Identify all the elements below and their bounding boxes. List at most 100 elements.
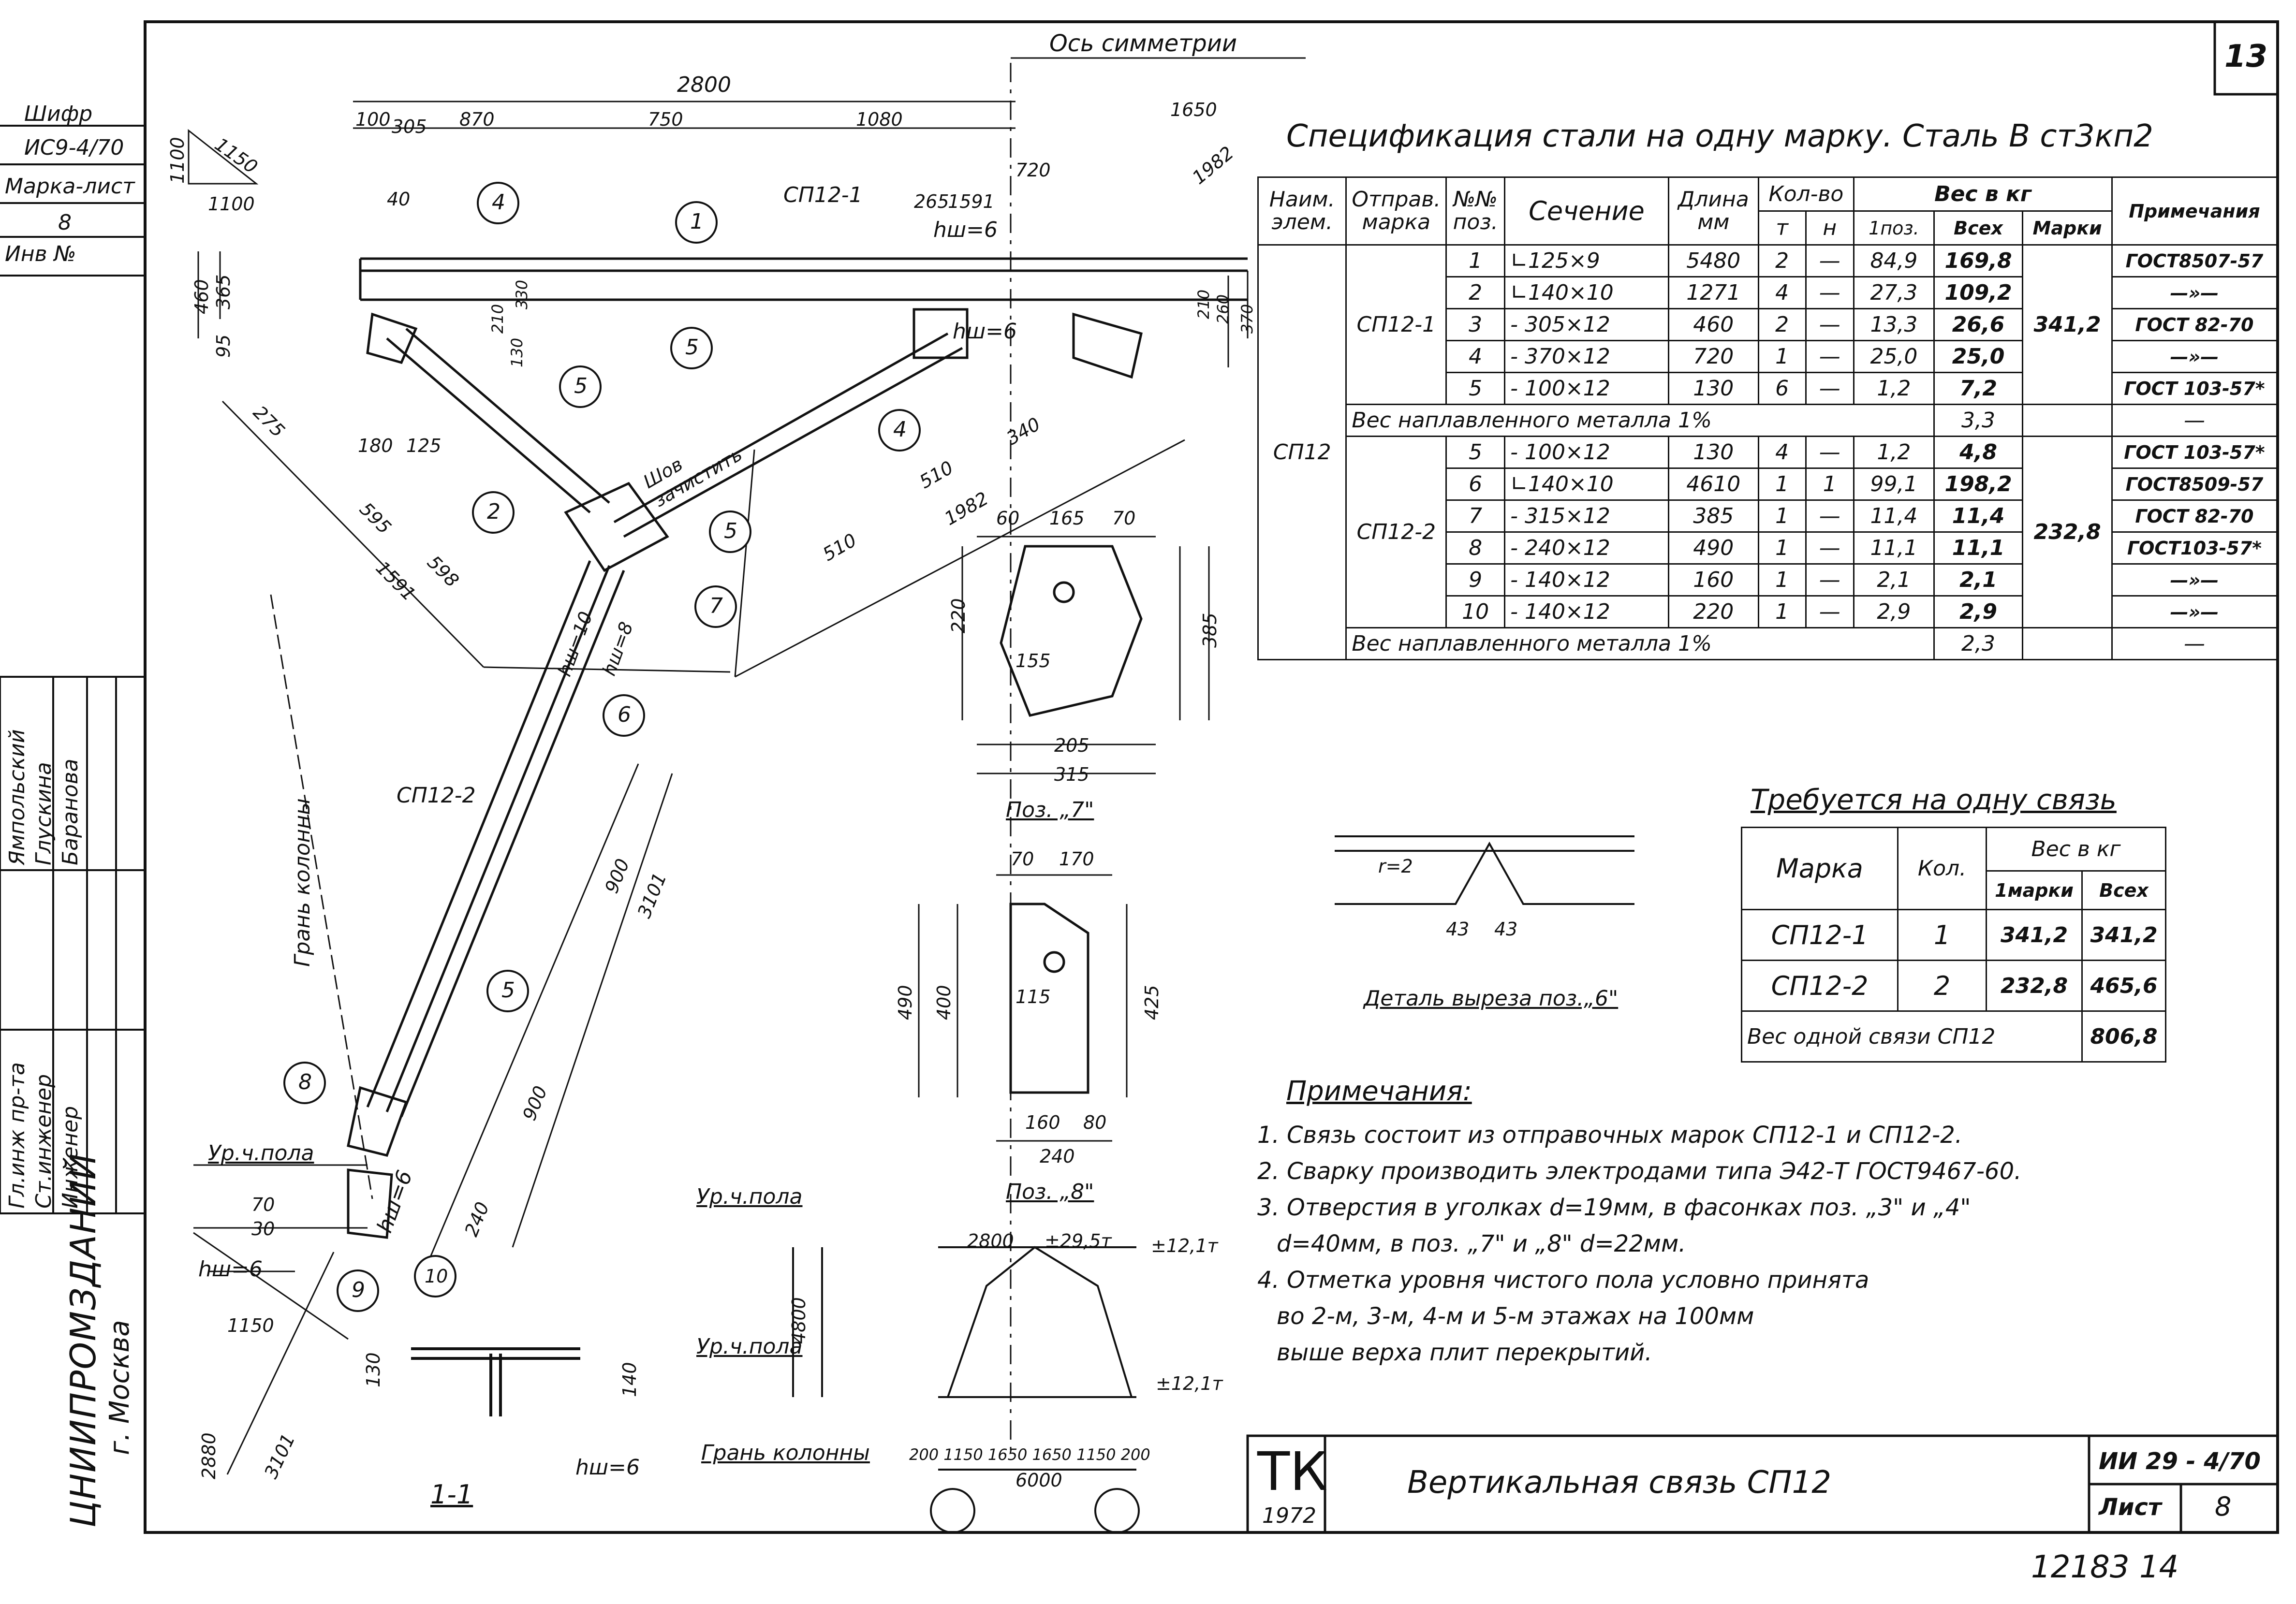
cut-43b: 43 [1494, 919, 1518, 940]
scheme-2800: 2800 [967, 1230, 1014, 1252]
spec-pos: 10 [1445, 595, 1506, 628]
scheme-floor-2: Ур.ч.пола [696, 1334, 803, 1359]
spec-weld-note: — [2111, 627, 2278, 660]
spec-qty-t: 4 [1757, 436, 1807, 469]
spec-wall: 11,1 [1933, 531, 2024, 565]
hdr-note: Примечания [2111, 176, 2278, 246]
pos-circle-7 [694, 585, 737, 628]
spec-pos: 4 [1445, 340, 1506, 373]
spec-length: 490 [1667, 531, 1759, 565]
spec-table: Наим. элем. Отправ. марка №№ поз. Сечени… [1257, 176, 2278, 660]
role-glinzh: Гл.инж пр-та [5, 1062, 29, 1209]
scheme-dim-200b: 200 [1120, 1445, 1150, 1464]
dim-40: 40 [387, 189, 411, 210]
spec-weld-label: Вес наплавленного металла 1% [1345, 404, 1935, 437]
spec-note: ГОСТ8507-57 [2111, 244, 2278, 277]
spec-note: ГОСТ 103-57* [2111, 436, 2278, 469]
required-title: Требуется на одну связь [1751, 783, 2117, 816]
dim-130: 130 [508, 337, 526, 367]
pos-num-10: 10 [425, 1266, 448, 1287]
position-circles [283, 182, 921, 1312]
spec-element: СП12 [1257, 244, 1347, 660]
dim-180: 180 [358, 435, 393, 456]
spec-w1: 2,9 [1853, 595, 1935, 628]
spec-note: ГОСТ 82-70 [2111, 499, 2278, 533]
req-hdr-w-mark: 1марки [1985, 870, 2083, 910]
bottom-handwritten-number: 12183 14 [2031, 1549, 2179, 1585]
dim-330: 330 [513, 279, 531, 309]
pos-circle-8 [283, 1062, 326, 1104]
spec-pos: 8 [1445, 531, 1506, 565]
label-floor-level: Ур.ч.пола [208, 1141, 314, 1166]
pos8-title: Поз. „8" [1006, 1180, 1094, 1204]
dim-100: 100 [355, 109, 391, 130]
bl-1150: 1150 [227, 1315, 274, 1336]
spec-length: 5480 [1667, 244, 1759, 277]
pos7-dim-165: 165 [1049, 508, 1085, 529]
dim-2800: 2800 [677, 73, 731, 97]
pos-num-4: 4 [893, 417, 907, 442]
req-total-value: 806,8 [2081, 1010, 2166, 1063]
axis-label: Ось симметрии [1049, 30, 1237, 57]
spec-length: 220 [1667, 595, 1759, 628]
pos8-plate [1009, 903, 1089, 1094]
note-line-4b: во 2-м, 3-м, 4-м и 5-м этажах на 100мм [1277, 1303, 1754, 1330]
scheme-dim-1650b: 1650 [1032, 1445, 1072, 1464]
dim-260: 260 [1214, 294, 1232, 324]
spec-qty-n: — [1805, 308, 1855, 341]
req-row-mark: СП12-2 [1741, 960, 1899, 1012]
dim-210: 210 [488, 304, 507, 334]
dim-305: 305 [392, 116, 427, 137]
spec-weld-empty [2022, 627, 2113, 660]
bl-2880: 2880 [198, 1432, 220, 1479]
name-gluskina: Глускина [31, 762, 56, 865]
label-hw6-top: hш=6 [933, 218, 998, 242]
pos-circle-5c [709, 510, 751, 553]
spec-mark: СП12-2 [1345, 436, 1447, 628]
spec-w1: 1,2 [1853, 372, 1935, 405]
spec-pos: 9 [1445, 563, 1506, 597]
spec-pos: 3 [1445, 308, 1506, 341]
pos-num-2: 2 [487, 499, 500, 524]
spec-w1: 13,3 [1853, 308, 1935, 341]
spec-length: 130 [1667, 372, 1759, 405]
pos7-dims [961, 536, 1210, 774]
scheme-6000: 6000 [1016, 1470, 1062, 1491]
dim-1650: 1650 [1170, 99, 1217, 120]
pos8-dim-70: 70 [1011, 848, 1034, 870]
tb-tk: ТК [1257, 1441, 1328, 1502]
spec-w1: 84,9 [1853, 244, 1935, 277]
hdr-section: Сечение [1504, 176, 1669, 246]
spec-qty-t: 1 [1757, 340, 1807, 373]
spec-weld-value: 2,3 [1933, 627, 2024, 660]
req-row-qty: 2 [1897, 960, 1987, 1012]
spec-qty-n: — [1805, 531, 1855, 565]
spec-mark-weight: 232,8 [2022, 436, 2113, 628]
pos-circle-2 [472, 491, 515, 534]
hdr-naim: Наим. элем. [1257, 176, 1347, 246]
spec-qty-n: 1 [1805, 467, 1855, 501]
spec-note: ГОСТ8509-57 [2111, 467, 2278, 501]
pos-circle-1 [675, 201, 718, 244]
dimension-lines [193, 57, 1306, 1475]
spec-weld-label: Вес наплавленного металла 1% [1345, 627, 1935, 660]
hdr-w-all: Всех [1933, 210, 2024, 246]
scheme-column-face: Грань колонны [701, 1441, 870, 1465]
spec-pos: 5 [1445, 436, 1506, 469]
spec-qty-n: — [1805, 436, 1855, 469]
stamp-marka-value: 8 [58, 210, 72, 235]
sec-title: 1-1 [430, 1479, 473, 1510]
org-name: ЦНИИПРОМЗДАНИЙ [63, 1152, 103, 1528]
note-line-4: 4. Отметка уровня чистого пола условно п… [1257, 1267, 1869, 1294]
pos-circle-6 [603, 694, 645, 737]
scheme-dim-200a: 200 [909, 1445, 939, 1464]
spec-note: ГОСТ 103-57* [2111, 372, 2278, 405]
spec-section: ∟140×10 [1504, 467, 1669, 501]
tb-list-value: 8 [2215, 1491, 2232, 1522]
spec-wall: 26,6 [1933, 308, 2024, 341]
